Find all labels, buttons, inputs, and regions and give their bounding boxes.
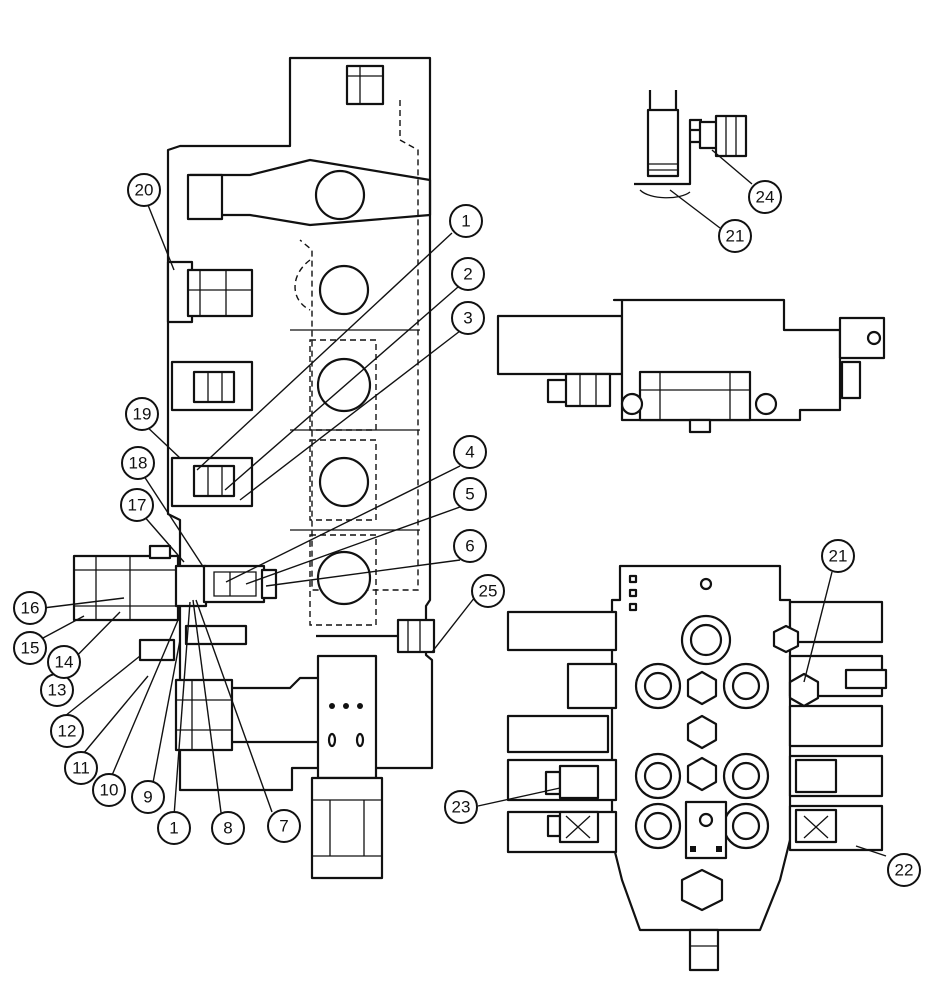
- callout-5: 5: [453, 477, 487, 511]
- callout-21-front: 21: [821, 539, 855, 573]
- callout-label: 9: [143, 788, 152, 807]
- callout-label: 11: [72, 759, 90, 778]
- callout-14: 14: [47, 645, 81, 679]
- callout-20: 20: [127, 173, 161, 207]
- callout-label: 17: [128, 496, 147, 515]
- callout-6: 6: [453, 529, 487, 563]
- callout-label: 21: [726, 227, 745, 246]
- callout-22: 22: [887, 853, 921, 887]
- callout-1-bottom: 1: [157, 811, 191, 845]
- callout-15: 15: [13, 631, 47, 665]
- callout-label: 16: [21, 599, 40, 618]
- callout-label: 20: [135, 181, 154, 200]
- callout-label: 18: [129, 454, 148, 473]
- callout-4: 4: [453, 435, 487, 469]
- callout-19: 19: [125, 397, 159, 431]
- leader-lines: [42, 149, 887, 857]
- valve-front-view: [506, 564, 888, 972]
- callout-21-top: 21: [718, 219, 752, 253]
- callout-24: 24: [748, 180, 782, 214]
- callout-3: 3: [451, 301, 485, 335]
- callout-label: 3: [463, 309, 472, 328]
- callout-label: 5: [465, 485, 474, 504]
- callout-label: 19: [133, 405, 152, 424]
- callout-label: 8: [223, 819, 232, 838]
- callout-11: 11: [64, 751, 98, 785]
- callout-2: 2: [451, 257, 485, 291]
- callout-1-top: 1: [449, 204, 483, 238]
- callout-16: 16: [13, 591, 47, 625]
- callout-label: 22: [895, 861, 914, 880]
- callout-17: 17: [120, 488, 154, 522]
- callout-label: 14: [55, 653, 74, 672]
- fitting-detail-view: [634, 90, 748, 199]
- callout-25: 25: [471, 574, 505, 608]
- callout-10: 10: [92, 773, 126, 807]
- callout-label: 23: [452, 798, 471, 817]
- callout-23: 23: [444, 790, 478, 824]
- callout-label: 4: [465, 443, 474, 462]
- callout-label: 1: [461, 212, 470, 231]
- callout-label: 7: [279, 817, 288, 836]
- valve-side-view: [496, 298, 886, 434]
- callout-label: 25: [479, 582, 498, 601]
- callout-13: 13: [40, 673, 74, 707]
- callout-label: 13: [48, 681, 67, 700]
- callout-label: 6: [465, 537, 474, 556]
- callout-9: 9: [131, 780, 165, 814]
- callout-8: 8: [211, 811, 245, 845]
- callout-label: 10: [100, 781, 119, 800]
- callout-label: 21: [829, 547, 848, 566]
- callout-label: 24: [756, 188, 775, 207]
- callout-12: 12: [50, 714, 84, 748]
- callout-7: 7: [267, 809, 301, 843]
- callout-label: 2: [463, 265, 472, 284]
- callout-label: 1: [169, 819, 178, 838]
- callout-label: 12: [58, 722, 77, 741]
- callout-18: 18: [121, 446, 155, 480]
- callout-label: 15: [21, 639, 40, 658]
